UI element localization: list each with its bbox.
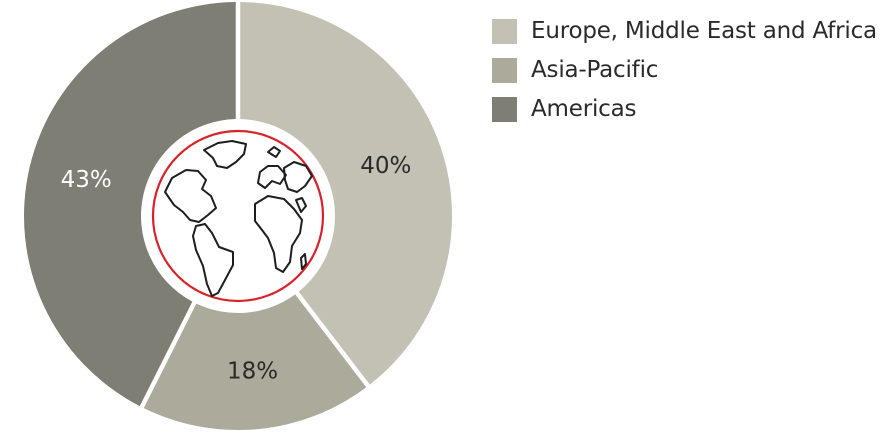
globe-icon bbox=[151, 129, 325, 303]
legend-item-emea: Europe, Middle East and Africa bbox=[492, 16, 877, 46]
legend-swatch-americas bbox=[492, 96, 517, 122]
slice-label-emea: 40% bbox=[360, 153, 411, 179]
legend-swatch-emea bbox=[492, 18, 517, 44]
pie-slice-labels: 40% 18% 43% bbox=[61, 153, 412, 384]
legend-item-americas: Americas bbox=[492, 94, 877, 124]
chart-legend: Europe, Middle East and Africa Asia-Paci… bbox=[492, 16, 877, 133]
pie-slice-emea bbox=[240, 2, 452, 385]
legend-label-emea: Europe, Middle East and Africa bbox=[531, 18, 877, 44]
pie-slices bbox=[24, 2, 452, 431]
slice-label-americas: 43% bbox=[61, 167, 112, 193]
pie-slice-americas bbox=[24, 2, 236, 407]
legend-item-asia-pacific: Asia-Pacific bbox=[492, 55, 877, 85]
pie-slice-asia-pacific bbox=[143, 294, 367, 431]
legend-swatch-asia-pacific bbox=[492, 57, 517, 83]
legend-label-asia-pacific: Asia-Pacific bbox=[531, 57, 659, 83]
slice-label-asia-pacific: 18% bbox=[227, 358, 278, 384]
legend-label-americas: Americas bbox=[531, 96, 637, 122]
